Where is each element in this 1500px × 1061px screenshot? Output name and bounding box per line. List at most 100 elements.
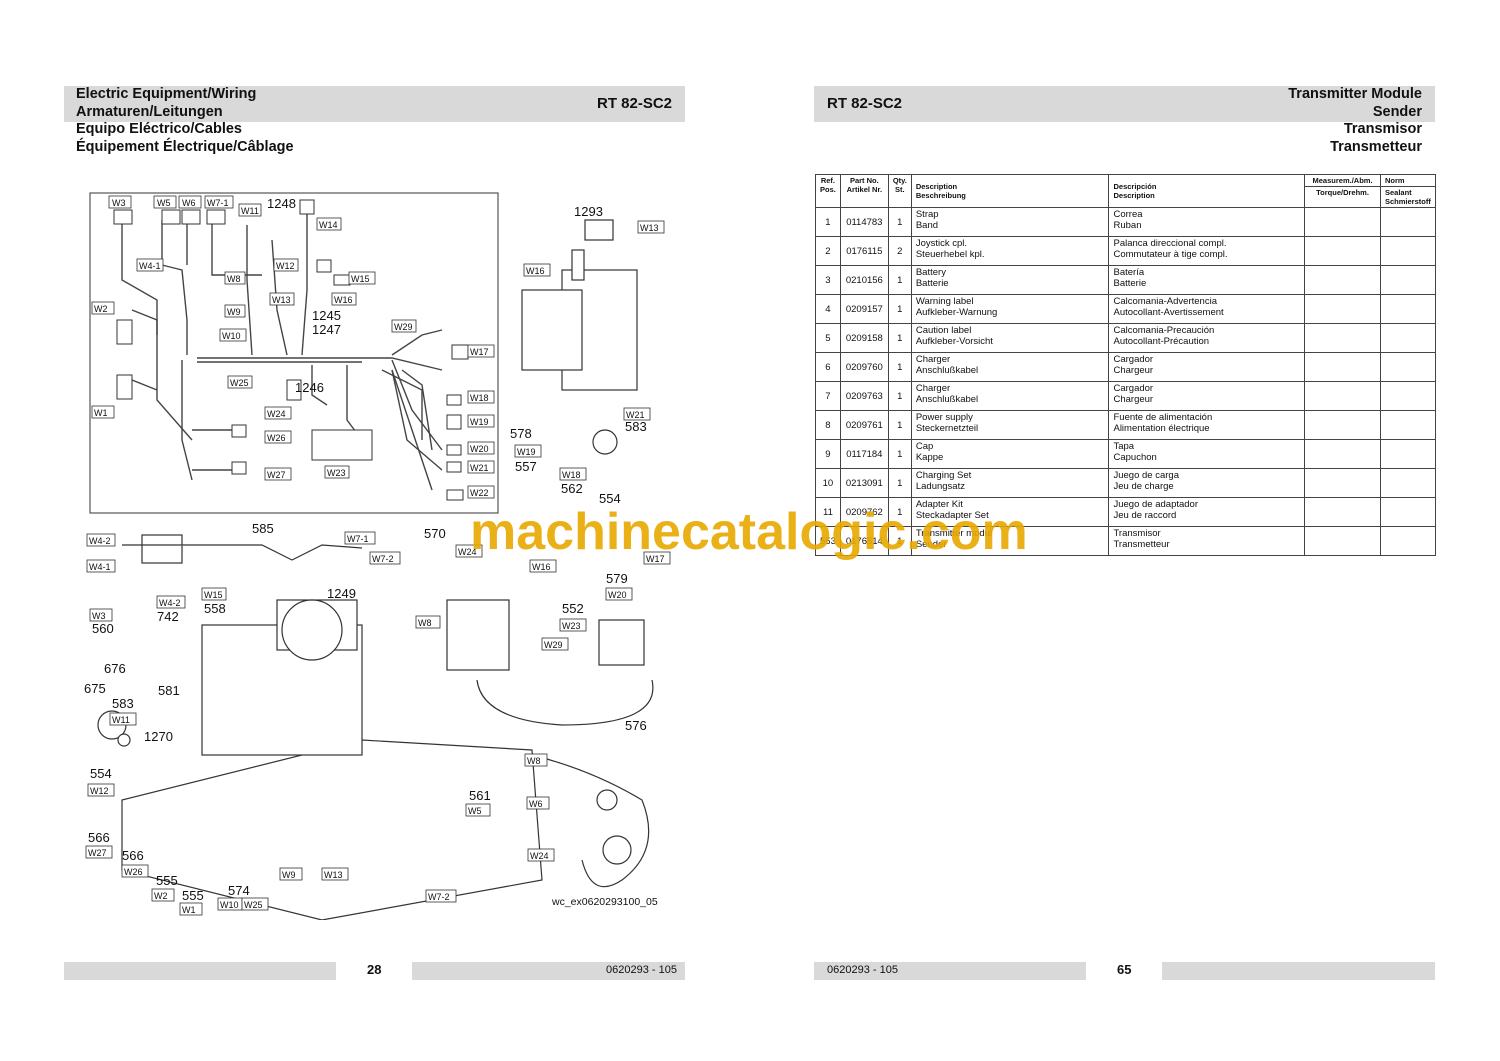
svg-text:W16: W16 <box>334 295 353 305</box>
cell-ref: 8 <box>815 410 841 440</box>
svg-text:W18: W18 <box>470 393 489 403</box>
svg-text:W23: W23 <box>562 621 581 631</box>
svg-text:W19: W19 <box>470 417 489 427</box>
col-norm: Norm <box>1379 174 1437 187</box>
cell-qty: 1 <box>887 526 912 556</box>
svg-text:W24: W24 <box>267 409 286 419</box>
title-fr: Équipement Électrique/Câblage <box>76 138 294 155</box>
cell-qty: 1 <box>887 497 912 527</box>
col-measure: Measurem./Abm. <box>1304 174 1381 187</box>
doc-number: 0620293 - 105 <box>827 964 898 976</box>
svg-text:675: 675 <box>84 681 106 696</box>
svg-text:W15: W15 <box>351 274 370 284</box>
svg-text:W5: W5 <box>157 198 171 208</box>
cell-part: 0213091 <box>839 468 889 498</box>
cell-ref: 9 <box>815 439 841 469</box>
svg-text:1245: 1245 <box>312 308 341 323</box>
right-page: RT 82-SC2 Transmitter Module Sender Tran… <box>750 0 1500 1061</box>
svg-text:W7-1: W7-1 <box>347 534 369 544</box>
cell-qty: 1 <box>887 352 912 382</box>
model-name: RT 82-SC2 <box>597 95 673 112</box>
svg-text:1246: 1246 <box>295 380 324 395</box>
svg-text:W22: W22 <box>470 488 489 498</box>
svg-text:561: 561 <box>469 788 491 803</box>
svg-text:W18: W18 <box>562 470 581 480</box>
svg-text:W13: W13 <box>640 223 659 233</box>
svg-text:585: 585 <box>252 521 274 536</box>
svg-text:W6: W6 <box>182 198 196 208</box>
svg-text:1248: 1248 <box>267 196 296 211</box>
svg-text:566: 566 <box>122 848 144 863</box>
page-number: 28 <box>367 962 382 977</box>
svg-text:W27: W27 <box>88 848 107 858</box>
cell-part: 0209760 <box>839 352 889 382</box>
svg-text:W29: W29 <box>544 640 563 650</box>
svg-text:W10: W10 <box>222 331 241 341</box>
svg-text:W3: W3 <box>112 198 126 208</box>
cell-ref: 553 <box>815 526 841 556</box>
cell-empty <box>1304 236 1381 266</box>
cell-qty: 1 <box>887 410 912 440</box>
svg-text:555: 555 <box>156 873 178 888</box>
cell-part: 0176115 <box>839 236 889 266</box>
cell-desc1: Warning label Aufkleber-Warnung <box>910 294 1110 324</box>
cell-desc1: Adapter Kit Steckadapter Set <box>910 497 1110 527</box>
col-torque: Torque/Drehm. <box>1304 186 1381 208</box>
svg-text:W17: W17 <box>646 554 665 564</box>
cell-part: 0209157 <box>839 294 889 324</box>
cell-part: 0209158 <box>839 323 889 353</box>
cell-empty <box>1379 352 1437 382</box>
svg-text:W20: W20 <box>608 590 627 600</box>
cell-empty <box>1304 468 1381 498</box>
cell-ref: 5 <box>815 323 841 353</box>
diagram-ref: wc_ex0620293100_05 <box>552 896 658 908</box>
svg-text:W27: W27 <box>267 470 286 480</box>
cell-desc2: Cargador Chargeur <box>1108 381 1306 411</box>
svg-text:W2: W2 <box>154 891 168 901</box>
cell-empty <box>1304 410 1381 440</box>
cell-qty: 1 <box>887 439 912 469</box>
svg-text:583: 583 <box>112 696 134 711</box>
svg-text:W2: W2 <box>94 304 108 314</box>
cell-empty <box>1304 439 1381 469</box>
cell-empty <box>1379 207 1437 237</box>
svg-text:W11: W11 <box>241 206 259 216</box>
cell-desc1: Charging Set Ladungsatz <box>910 468 1110 498</box>
cell-qty: 1 <box>887 265 912 295</box>
svg-text:558: 558 <box>204 601 226 616</box>
section-titles: Electric Equipment/Wiring Armaturen/Leit… <box>76 86 294 156</box>
svg-text:W4-2: W4-2 <box>159 598 181 608</box>
svg-text:W4-1: W4-1 <box>139 261 161 271</box>
cell-empty <box>1379 439 1437 469</box>
svg-text:W12: W12 <box>90 786 109 796</box>
cell-desc2: Tapa Capuchon <box>1108 439 1306 469</box>
svg-text:583: 583 <box>625 419 647 434</box>
svg-text:W16: W16 <box>532 562 551 572</box>
footer-bar-right <box>412 962 685 980</box>
cell-empty <box>1379 265 1437 295</box>
cell-qty: 1 <box>887 323 912 353</box>
title-de: Armaturen/Leitungen <box>76 103 223 120</box>
svg-text:676: 676 <box>104 661 126 676</box>
cell-empty <box>1379 236 1437 266</box>
svg-text:W24: W24 <box>530 851 549 861</box>
cell-part: 0117184 <box>839 439 889 469</box>
svg-text:578: 578 <box>510 426 532 441</box>
col-desc-en-de: Description Beschreibung <box>910 174 1110 208</box>
cell-desc2: Palanca direccional compl. Commutateur à… <box>1108 236 1306 266</box>
cell-desc1: Joystick cpl. Steuerhebel kpl. <box>910 236 1110 266</box>
cell-part: 0209763 <box>839 381 889 411</box>
svg-text:W21: W21 <box>626 410 645 420</box>
svg-text:1270: 1270 <box>144 729 173 744</box>
section-titles: Transmitter Module Sender Transmisor Tra… <box>1288 86 1422 156</box>
cell-desc1: Charger Anschlußkabel <box>910 381 1110 411</box>
svg-text:W29: W29 <box>394 322 413 332</box>
cell-empty <box>1304 207 1381 237</box>
